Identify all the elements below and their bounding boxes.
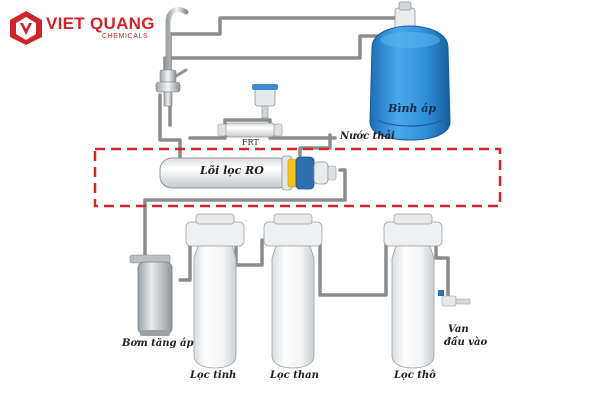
ro-membrane-housing xyxy=(159,155,337,191)
label-fine-filter: Lọc tinh xyxy=(190,370,237,381)
pipe-faucet-tank-upper xyxy=(163,34,382,72)
pipe-pump-to-fine xyxy=(178,238,192,282)
filter-carbon xyxy=(263,213,323,369)
pipe-carbon-to-coarse xyxy=(318,238,388,297)
label-carbon-filter: Lọc than xyxy=(270,370,319,381)
pressure-tank xyxy=(369,1,451,141)
label-booster-pump: Bơm tăng áp xyxy=(122,338,194,349)
pipe-ro-to-pump xyxy=(143,168,347,262)
brand-name: VIET QUANG xyxy=(46,14,155,33)
pipe-ro-out xyxy=(298,133,332,157)
pipe-fine-to-carbon xyxy=(234,238,264,267)
ro-highlight-box xyxy=(93,147,502,208)
label-coarse-filter: Lọc thô xyxy=(394,370,436,381)
brand-mark-icon xyxy=(10,11,42,45)
label-inlet-valve-2: đầu vào xyxy=(444,337,488,348)
brand-logo: VIET QUANG CHEMICALS xyxy=(6,8,186,48)
label-waste-water: Nước thải xyxy=(340,131,395,142)
flow-restrictor xyxy=(217,84,283,138)
inlet-valve xyxy=(438,290,471,307)
label-frt: FRT xyxy=(242,138,259,147)
filter-coarse xyxy=(383,213,443,369)
label-pressure-tank: Bình áp xyxy=(388,102,437,115)
label-ro-membrane: Lõi lọc RO xyxy=(200,164,264,177)
label-inlet-valve-1: Van xyxy=(448,324,469,335)
booster-pump xyxy=(129,254,173,336)
pipe-tank-to-faucet xyxy=(168,16,407,127)
pipe-coarse-to-inlet xyxy=(434,238,450,302)
brand-subtitle: CHEMICALS xyxy=(102,33,149,40)
pipe-frt xyxy=(188,118,337,140)
filter-fine xyxy=(185,213,245,369)
faucet xyxy=(155,7,189,107)
